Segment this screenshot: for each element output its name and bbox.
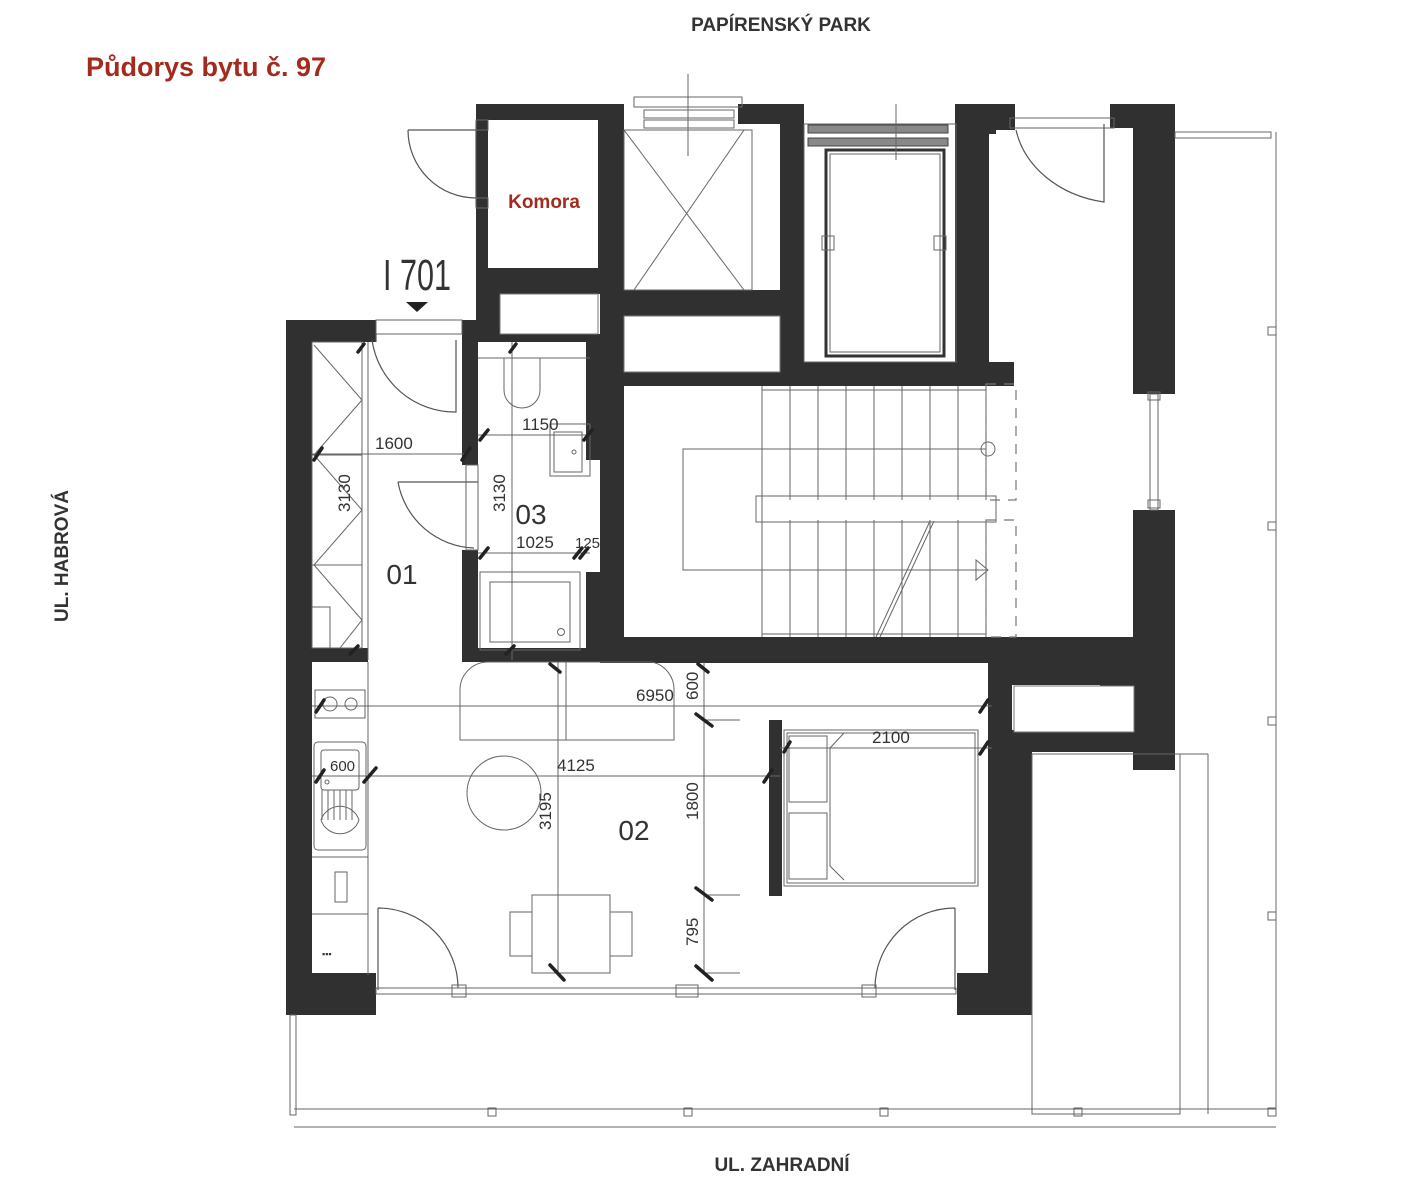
dim-bath-width-top: 1150 — [522, 415, 559, 434]
room-label-01: 01 — [386, 559, 417, 590]
dim-hall-width: 1600 — [375, 434, 413, 453]
bed: 2100 — [780, 728, 992, 887]
elevator-shaft-left — [623, 74, 781, 373]
room-label-02: 02 — [618, 815, 649, 846]
page-title: Půdorys bytu č. 97 — [86, 52, 327, 82]
dim-living-length: 6950 — [636, 686, 674, 705]
room-label-komora: Komora — [508, 192, 580, 213]
dim-bath-partial: 125 — [575, 535, 600, 552]
corridor-right — [1009, 117, 1277, 1117]
dim-bath-width-bottom: 1025 — [516, 533, 554, 552]
staircase — [624, 383, 1017, 638]
room-02-living: 600 ▪▪▪ — [312, 661, 992, 998]
room-03-bath: 1150 1025 125 3130 03 — [478, 342, 600, 660]
dim-living-depth: 3195 — [536, 792, 555, 830]
street-label-west: UL. HABROVÁ — [51, 490, 73, 622]
walls — [286, 104, 1175, 1015]
dim-bath-length: 3130 — [490, 474, 509, 512]
street-label-south: UL. ZAHRADNÍ — [714, 1154, 850, 1176]
oven-dots: ▪▪▪ — [322, 949, 332, 959]
room-label-03: 03 — [515, 499, 546, 530]
room-01-hall: 1600 3130 01 — [311, 319, 479, 660]
dim-living-offset: 600 — [683, 672, 702, 700]
unit-marker: I 701 — [383, 251, 451, 312]
dim-hall-length: 3130 — [335, 474, 354, 512]
dim-bed-to-window: 795 — [683, 918, 702, 946]
unit-marker-label: I 701 — [383, 251, 451, 300]
dim-bed-length: 2100 — [872, 728, 910, 747]
street-label-north: PAPÍRENSKÝ PARK — [691, 14, 871, 36]
balcony — [289, 1014, 1276, 1128]
triangle-down-icon — [406, 302, 428, 312]
dim-kitchen-sink: 600 — [330, 758, 355, 775]
dim-bed-width: 1800 — [683, 782, 702, 820]
elevator-car — [803, 104, 957, 363]
room-komora: Komora — [407, 119, 599, 335]
dim-living-width: 4125 — [557, 756, 595, 775]
